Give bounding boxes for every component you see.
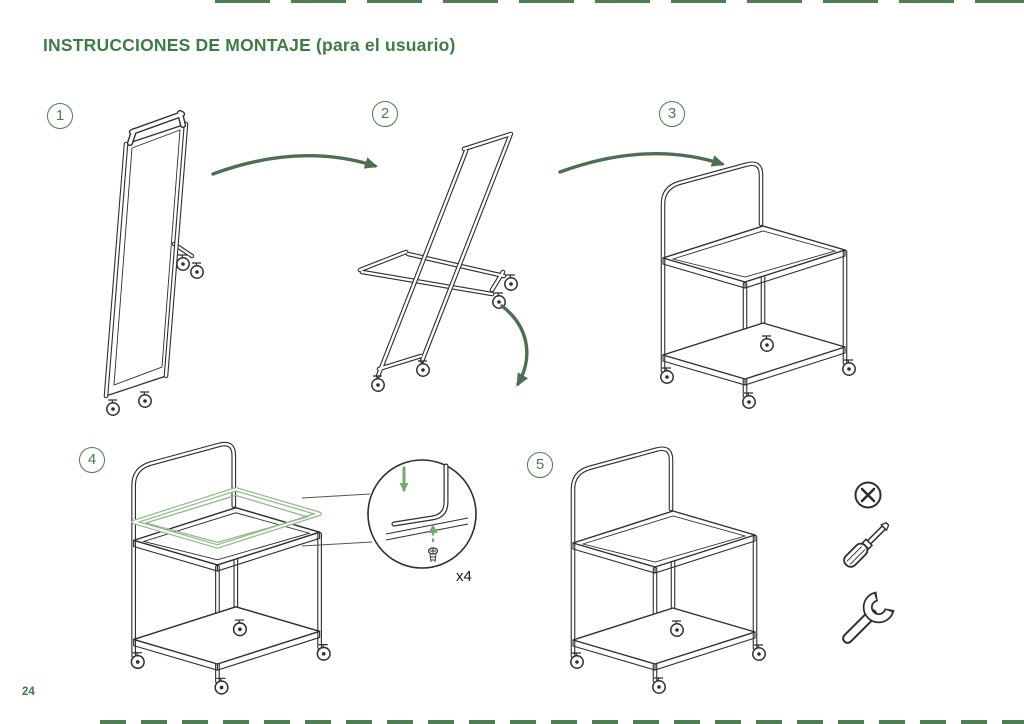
assembly-detail-magnifier: [301, 459, 477, 569]
step-4-drawing-rail-installation: [103, 438, 338, 702]
arrow-unfold-down-icon: [500, 304, 529, 387]
step-4-badge: 4: [79, 447, 105, 473]
green-rail-highlight: [131, 487, 322, 549]
step-3-badge: 3: [659, 101, 685, 127]
step-2-drawing-frames-unfolding: [357, 131, 518, 392]
bottom-crop-marks: [100, 720, 1024, 724]
wrench-icon: [842, 591, 895, 644]
page-title: INSTRUCCIONES DE MONTAJE (para el usuari…: [43, 35, 456, 55]
step-1-badge: 1: [47, 103, 73, 129]
leader-lines: [301, 493, 373, 547]
screwdriver-icon: [843, 522, 890, 568]
page-number: 24: [22, 686, 35, 698]
phillips-screw-icon: [854, 481, 882, 509]
step-2-badge: 2: [372, 101, 398, 127]
screw-icon: [427, 547, 439, 563]
screw-quantity-label: x4: [456, 568, 472, 585]
step-3-drawing-cart-frame: [633, 158, 863, 416]
step-5-drawing-cart-complete: [543, 443, 773, 701]
arrow-step1-to-step2-icon: [211, 154, 378, 176]
top-crop-marks: [215, 0, 1024, 3]
step-1-drawing-cart-folded: [103, 109, 204, 416]
arrow-step2-to-step3-icon: [558, 152, 725, 174]
step-5-badge: 5: [527, 452, 553, 478]
